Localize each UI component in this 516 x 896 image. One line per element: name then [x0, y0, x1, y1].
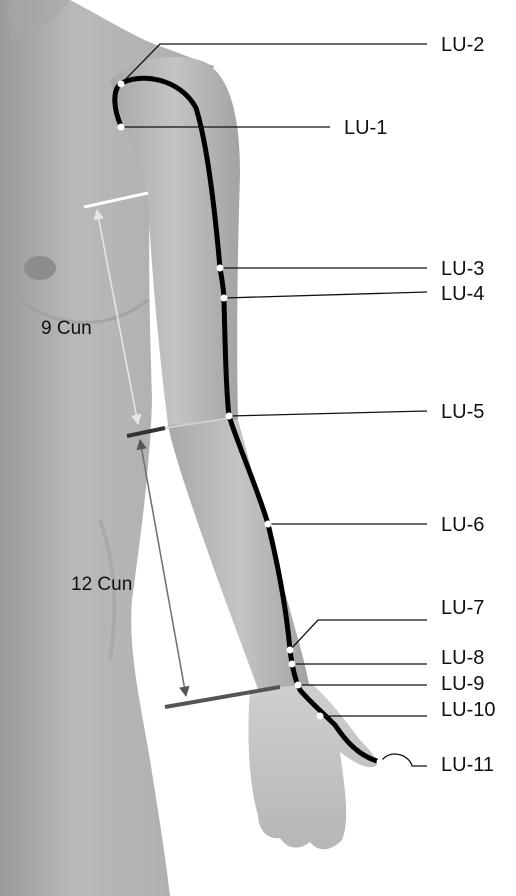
lu-8-label: LU-8 [441, 647, 484, 669]
lu-11-point [377, 759, 384, 766]
lu-7-label: LU-7 [441, 597, 484, 619]
lu-4-label: LU-4 [441, 283, 484, 305]
upper-arm-measure-label: 9 Cun [41, 318, 92, 339]
lu-2-point [118, 81, 125, 88]
lu-9-point [295, 682, 302, 689]
lu-9-label: LU-9 [441, 673, 484, 695]
lu-4-point [221, 295, 228, 302]
lu-11-leader [382, 754, 427, 766]
lu-1-label: LU-1 [344, 117, 387, 139]
hand [248, 684, 376, 849]
lu-10-point [317, 713, 324, 720]
lu-3-label: LU-3 [441, 258, 484, 280]
nipple [24, 256, 56, 280]
lu-2-label: LU-2 [441, 34, 484, 56]
lu-3-point [217, 265, 224, 272]
lu-11-label: LU-11 [441, 754, 494, 776]
forearm-arrow [140, 440, 186, 696]
body-figure [0, 0, 376, 896]
lu-6-point [265, 521, 272, 528]
lu-7-leader [290, 620, 427, 650]
lu-10-label: LU-10 [441, 699, 495, 721]
lu-1-point [118, 124, 125, 131]
lu-7-point [287, 647, 294, 654]
forearm-measure-label: 12 Cun [71, 574, 132, 595]
lu-4-leader [224, 292, 427, 298]
lu-8-point [289, 661, 296, 668]
point-labels: LU-2 LU-1 LU-3 LU-4 LU-5 LU-6 LU-7 LU-8 … [344, 34, 495, 776]
lu-5-leader [229, 411, 427, 416]
lu-5-point [226, 413, 233, 420]
lu-6-label: LU-6 [441, 514, 484, 536]
lu-5-label: LU-5 [441, 401, 484, 423]
